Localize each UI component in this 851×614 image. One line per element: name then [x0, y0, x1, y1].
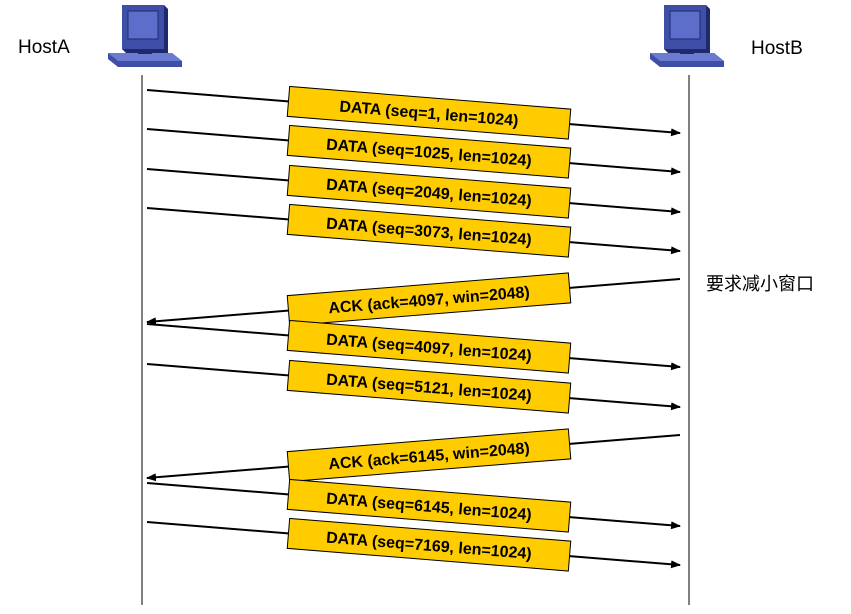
label-box-background — [286, 319, 572, 374]
note-reduce-window: 要求减小窗口 — [706, 274, 814, 295]
label-box-background — [286, 203, 572, 258]
data-message: DATA (seq=5121, len=1024) — [146, 359, 681, 414]
ack-message: ACK (ack=4097, win=2048) — [146, 272, 681, 327]
message-label-box: DATA (seq=6145, len=1024) — [286, 478, 572, 533]
data-message: DATA (seq=1, len=1024) — [146, 85, 681, 140]
label-box-background — [286, 164, 572, 219]
label-box-background — [286, 478, 572, 533]
host-a-label: HostA — [18, 37, 70, 58]
host-b-label: HostB — [751, 38, 803, 59]
message-label-box: DATA (seq=7169, len=1024) — [286, 517, 572, 572]
data-message: DATA (seq=3073, len=1024) — [146, 203, 681, 258]
data-message: DATA (seq=2049, len=1024) — [146, 164, 681, 219]
data-message: DATA (seq=6145, len=1024) — [146, 478, 681, 533]
message-label-box: DATA (seq=2049, len=1024) — [286, 164, 572, 219]
label-box-background — [286, 428, 572, 483]
label-box-background — [286, 359, 572, 414]
message-label-box: ACK (ack=6145, win=2048) — [286, 428, 572, 483]
data-message: DATA (seq=1025, len=1024) — [146, 124, 681, 179]
label-box-background — [286, 124, 572, 179]
label-box-background — [286, 85, 572, 140]
label-box-background — [286, 272, 572, 327]
host-b-computer-icon — [650, 5, 724, 67]
label-box-background — [286, 517, 572, 572]
message-label-box: ACK (ack=4097, win=2048) — [286, 272, 572, 327]
host-a-computer-icon — [108, 5, 182, 67]
ack-message: ACK (ack=6145, win=2048) — [146, 428, 681, 483]
data-message: DATA (seq=7169, len=1024) — [146, 517, 681, 572]
messages-layer: DATA (seq=1, len=1024)DATA (seq=1025, le… — [146, 85, 681, 572]
data-message: DATA (seq=4097, len=1024) — [146, 319, 681, 374]
